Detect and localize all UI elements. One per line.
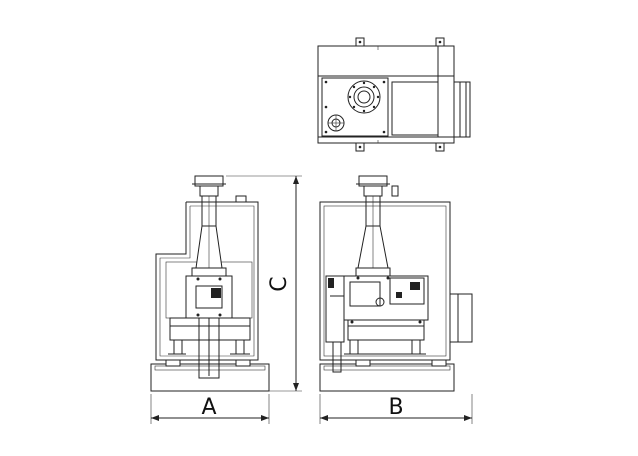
- top-view: [317, 37, 471, 152]
- dimension-a: [150, 394, 270, 424]
- dimension-c: [226, 175, 302, 392]
- front-view: [150, 175, 270, 392]
- side-view: [319, 175, 473, 392]
- dimension-b-label: B: [388, 395, 403, 420]
- dimension-a-label: A: [201, 395, 216, 420]
- dimension-c-label: C: [267, 276, 292, 291]
- dimension-b: [319, 394, 473, 424]
